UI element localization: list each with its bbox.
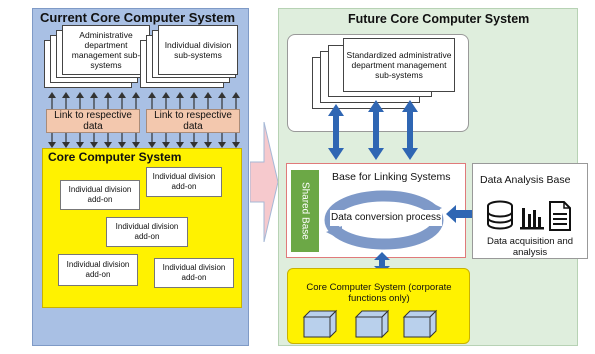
link-box-2: Link to respective data (146, 109, 240, 133)
future-core-system-title: Core Computer System (corporate function… (306, 282, 452, 304)
current-core-system-title: Core Computer System (48, 150, 182, 164)
data-analysis-title: Data Analysis Base (480, 174, 571, 186)
data-analysis-caption: Data acquisition and analysis (486, 236, 574, 258)
bar-chart-icon (520, 208, 544, 230)
addon-box: Individual division add-on (58, 254, 138, 286)
subsystem-link-arrows (328, 100, 418, 160)
addon-box: Individual division add-on (60, 180, 140, 210)
document-icon (549, 201, 571, 231)
addon-box: Individual division add-on (154, 258, 234, 288)
addon-box: Individual division add-on (146, 167, 222, 197)
transition-arrow (250, 122, 278, 242)
server-icons (302, 309, 438, 339)
server-icon (354, 309, 390, 339)
link-arrows (48, 92, 240, 148)
server-icon (302, 309, 338, 339)
database-chart-doc-icons (487, 200, 571, 231)
link-box-1: Link to respective data (46, 109, 140, 133)
server-icon (402, 309, 438, 339)
future-system-title: Future Core Computer System (348, 12, 530, 26)
admin-subsystems-box: Administrative department management sub… (62, 25, 150, 75)
standardized-subsystems-box: Standardized administrative department m… (343, 38, 455, 92)
addon-box: Individual division add-on (106, 217, 188, 247)
shared-base-label: Shared Base (291, 170, 319, 252)
data-conversion-label: Data conversion process (330, 210, 442, 226)
current-system-title: Current Core Computer System (40, 10, 236, 25)
linking-systems-title: Base for Linking Systems (332, 171, 451, 183)
division-subsystems-box: Individual division sub-systems (158, 25, 238, 75)
database-icon (487, 200, 513, 230)
